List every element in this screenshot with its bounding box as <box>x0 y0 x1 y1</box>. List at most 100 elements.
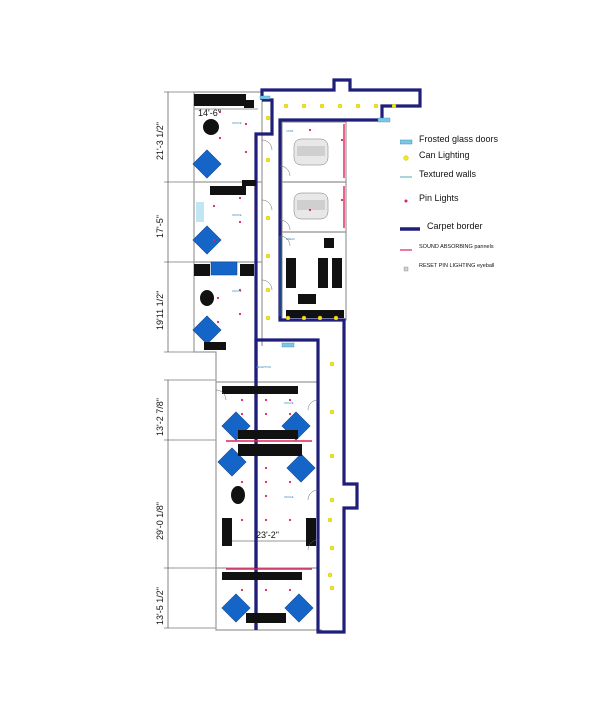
pin-light <box>240 518 244 522</box>
legend-carpet-border-label: Carpet border <box>427 221 483 231</box>
pin-light <box>240 412 244 416</box>
pin-light <box>238 312 242 316</box>
can-light <box>265 315 271 321</box>
pin-light <box>218 136 222 140</box>
sound-panel-icon <box>400 242 414 252</box>
pin-light <box>288 412 292 416</box>
sound-absorbing-panels <box>226 124 345 570</box>
pin-light <box>264 518 268 522</box>
pin-light <box>212 204 216 208</box>
can-light <box>329 409 335 415</box>
can-light <box>319 103 325 109</box>
legend-sound-absorbing: SOUND ABSORBING pannels <box>400 242 494 252</box>
pin-light <box>240 398 244 402</box>
pin-light <box>244 150 248 154</box>
can-light <box>265 157 271 163</box>
can-light <box>329 585 335 591</box>
pin-light <box>244 122 248 126</box>
rugs <box>192 149 316 623</box>
pin-lights <box>212 110 344 592</box>
dim-6: 13'-5 1/2" <box>155 587 165 625</box>
dim-mid-width: 23'-2" <box>256 530 279 540</box>
pin-light <box>218 110 222 114</box>
pin-light-icon <box>400 193 414 203</box>
svg-text:OFFICE: OFFICE <box>232 213 242 217</box>
can-light <box>265 253 271 259</box>
can-light <box>301 315 307 321</box>
can-light <box>317 315 323 321</box>
svg-text:OFFICE: OFFICE <box>232 289 242 293</box>
textured-wall-icon <box>400 169 414 179</box>
legend-textured-walls-label: Textured walls <box>419 169 477 179</box>
can-light <box>327 517 333 523</box>
can-light <box>329 497 335 503</box>
pin-light <box>288 398 292 402</box>
svg-text:BREAK: BREAK <box>286 237 295 241</box>
can-light <box>265 215 271 221</box>
pin-light <box>264 398 268 402</box>
pin-light <box>216 296 220 300</box>
can-light <box>265 287 271 293</box>
frosted-glass-icon <box>399 134 414 145</box>
conference-tables <box>293 138 329 220</box>
pin-light <box>308 208 312 212</box>
room-labels: OFFICE OFFICE OFFICE RECEPTION OFFICE OF… <box>232 121 295 499</box>
dim-3: 19'11 1/2" <box>155 291 165 330</box>
can-light <box>333 315 339 321</box>
svg-text:OFFICE: OFFICE <box>232 121 242 125</box>
svg-text:RECEPTION: RECEPTION <box>256 365 271 369</box>
pin-light <box>288 518 292 522</box>
legend-textured-walls: Textured walls <box>400 169 476 179</box>
carpet-border <box>254 78 422 634</box>
pin-light <box>238 220 242 224</box>
legend-frosted-glass: Frosted glass doors <box>399 134 499 145</box>
can-light <box>373 103 379 109</box>
svg-text:OFFICE: OFFICE <box>284 401 294 405</box>
svg-text:OFFICE: OFFICE <box>284 495 294 499</box>
can-light <box>355 103 361 109</box>
legend-frosted-glass-label: Frosted glass doors <box>419 134 499 144</box>
can-light <box>301 103 307 109</box>
can-lights <box>265 103 397 591</box>
legend-carpet-border: Carpet border <box>400 221 483 231</box>
can-light <box>329 545 335 551</box>
can-light <box>327 572 333 578</box>
legend-sound-absorbing-label: SOUND ABSORBING pannels <box>419 244 494 250</box>
pin-light <box>238 288 242 292</box>
furniture <box>194 94 344 623</box>
legend-pin-lights: Pin Lights <box>400 193 459 203</box>
pin-light <box>264 480 268 484</box>
dimension-lines <box>164 91 312 629</box>
legend-reset-pin: RESET PIN LIGHTING eyeball <box>400 261 494 272</box>
can-light <box>285 315 291 321</box>
pin-light <box>288 588 292 592</box>
dim-1: 21'-3 1/2" <box>155 122 165 160</box>
pin-light <box>288 480 292 484</box>
pin-light <box>340 198 344 202</box>
pin-light <box>240 588 244 592</box>
carpet-border-icon <box>400 221 422 231</box>
pin-light <box>308 128 312 132</box>
dim-2: 17'-5" <box>155 215 165 238</box>
can-light-icon <box>400 150 414 161</box>
pin-light <box>212 238 216 242</box>
legend-can-lighting-label: Can Lighting <box>419 150 470 160</box>
pin-light <box>264 412 268 416</box>
can-light <box>329 361 335 367</box>
carpet-border-inner <box>254 98 274 630</box>
dim-5: 29'-0 1/8" <box>155 502 165 540</box>
walls <box>193 91 347 631</box>
can-light <box>329 453 335 459</box>
svg-text:CONF: CONF <box>286 129 294 133</box>
pin-light <box>238 196 242 200</box>
dim-4: 13'-2 7/8" <box>155 398 165 436</box>
can-light <box>337 103 343 109</box>
legend-can-lighting: Can Lighting <box>400 150 470 161</box>
doors <box>215 139 319 551</box>
pin-light <box>240 480 244 484</box>
glass-table <box>196 202 204 222</box>
can-light <box>391 103 397 109</box>
dim-top-width: 14'-6" <box>198 108 221 118</box>
